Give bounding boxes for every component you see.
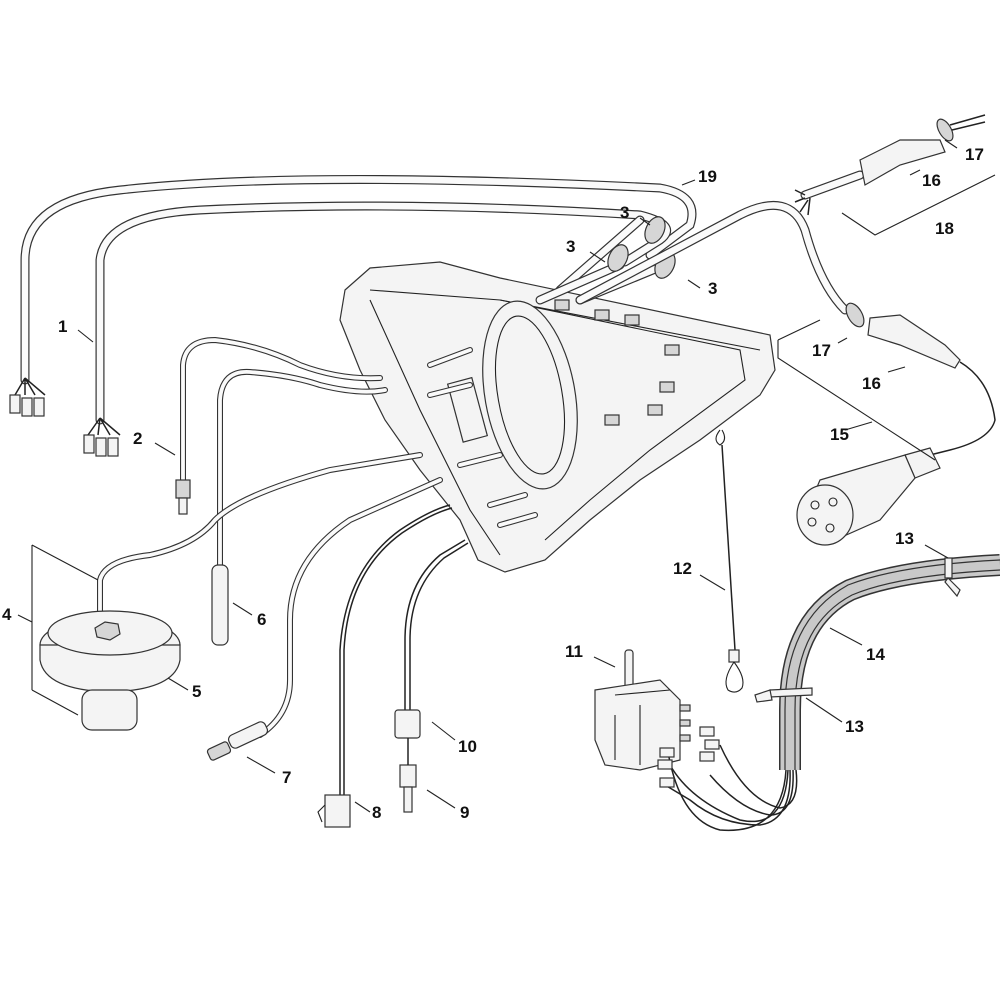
callout-16a: 16 <box>922 171 941 190</box>
callout-10: 10 <box>458 737 477 756</box>
callout-12: 12 <box>673 559 692 578</box>
fitting-cable <box>394 539 469 813</box>
callout-3c: 3 <box>708 279 717 298</box>
callout-15: 15 <box>830 425 849 444</box>
callout-16b: 16 <box>862 374 881 393</box>
callout-2: 2 <box>133 429 142 448</box>
probe-cables <box>175 336 388 646</box>
housing-slots <box>427 347 538 528</box>
rotary-switch <box>594 649 691 771</box>
callout-14: 14 <box>866 645 885 664</box>
power-cord-assembly <box>575 114 996 546</box>
callout-17a: 17 <box>965 145 984 164</box>
callout-18: 18 <box>935 219 954 238</box>
housing-clips <box>554 299 680 426</box>
callout-17b: 17 <box>812 341 831 360</box>
pressure-switch <box>39 452 423 731</box>
callout-13b: 13 <box>845 717 864 736</box>
leader-lines <box>17 139 996 813</box>
sensor-cable <box>206 477 443 761</box>
callout-3b: 3 <box>566 237 575 256</box>
callout-1: 1 <box>58 317 67 336</box>
safety-cable <box>715 429 744 693</box>
callout-8: 8 <box>372 803 381 822</box>
wire-connectors-left <box>9 377 121 457</box>
callout-13a: 13 <box>895 529 914 548</box>
callout-11: 11 <box>565 642 583 661</box>
housing-frame <box>339 261 776 573</box>
sheath-harness <box>657 554 1000 832</box>
callout-9: 9 <box>460 803 469 822</box>
callout-19: 19 <box>698 167 717 186</box>
callout-7: 7 <box>282 768 291 787</box>
callout-5: 5 <box>192 682 201 701</box>
callout-4: 4 <box>2 605 12 624</box>
callout-labels: 1 2 3 3 3 4 5 6 7 8 9 10 11 12 13 13 14 … <box>2 145 984 822</box>
callout-3a: 3 <box>620 203 629 222</box>
callout-6: 6 <box>257 610 266 629</box>
microswitch-cable <box>317 504 453 828</box>
